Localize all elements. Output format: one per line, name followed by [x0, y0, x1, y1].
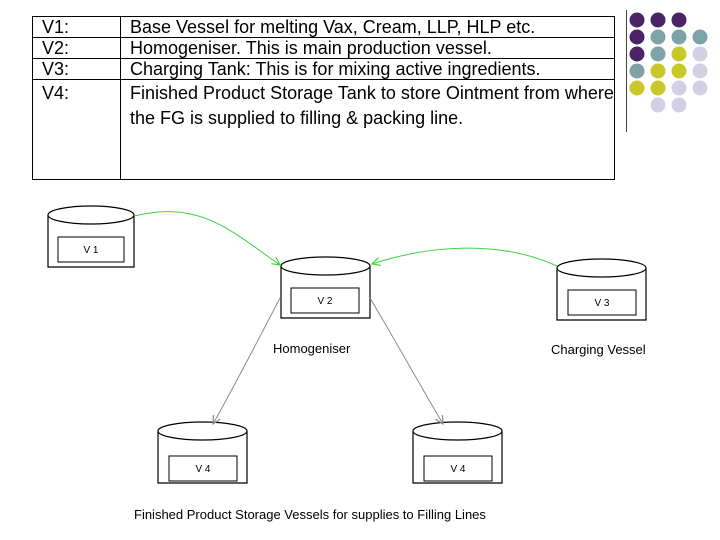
decorative-dot	[629, 63, 645, 79]
decorative-dot	[629, 46, 645, 62]
homogeniser-caption: Homogeniser	[273, 341, 351, 356]
vessel-v2: V 2	[280, 256, 371, 319]
vessel-v3: V 3	[556, 258, 647, 321]
vessel-v4-left-label: V 4	[195, 464, 210, 475]
flow-arrow-v2-to-v4-right	[369, 297, 443, 424]
vessel-v1: V 1	[47, 205, 135, 268]
decorative-dot	[650, 63, 666, 79]
decorative-dot	[650, 12, 666, 28]
flow-arrow-v3-to-v2	[372, 247, 558, 267]
vessel-v3-label: V 3	[594, 298, 609, 309]
vessel-definitions-table: V1: Base Vessel for melting Vax, Cream, …	[32, 16, 615, 180]
flow-arrow-v2-to-v4-left	[213, 297, 281, 424]
decorative-dot	[692, 46, 708, 62]
decorative-dot	[671, 80, 687, 96]
decorative-dot	[629, 12, 645, 28]
decorative-dot	[671, 29, 687, 45]
decorative-dot	[692, 29, 708, 45]
decorative-dot	[671, 97, 687, 113]
decorative-dot	[629, 80, 645, 96]
decorative-dot	[650, 29, 666, 45]
flow-arrow-v1-to-v2	[133, 211, 280, 265]
decorative-divider	[626, 10, 627, 132]
vessel-v4-left: V 4	[157, 421, 248, 484]
decorative-dot	[629, 29, 645, 45]
decorative-dot	[692, 80, 708, 96]
charging-vessel-caption: Charging Vessel	[551, 342, 646, 357]
definition-row-v4: V4: Finished Product Storage Tank to sto…	[32, 79, 615, 180]
decorative-dot-grid	[629, 12, 708, 113]
decorative-dot	[650, 46, 666, 62]
decorative-dot	[650, 97, 666, 113]
vessel-v2-label: V 2	[317, 296, 332, 307]
decorative-dot	[671, 46, 687, 62]
vessel-v4-right-label: V 4	[450, 464, 465, 475]
storage-vessels-caption: Finished Product Storage Vessels for sup…	[134, 507, 486, 522]
decorative-dot	[650, 80, 666, 96]
decorative-dot	[692, 63, 708, 79]
definition-text: Finished Product Storage Tank to store O…	[120, 79, 615, 180]
definition-row-v2: V2: Homogeniser. This is main production…	[32, 37, 615, 59]
definition-code: V3:	[32, 58, 121, 80]
decorative-dot	[671, 63, 687, 79]
vessel-v1-label: V 1	[83, 245, 98, 256]
definition-row-v3: V3: Charging Tank: This is for mixing ac…	[32, 58, 615, 80]
definition-code: V4:	[32, 79, 121, 180]
vessel-v4-right: V 4	[412, 421, 503, 484]
decorative-dot	[671, 12, 687, 28]
